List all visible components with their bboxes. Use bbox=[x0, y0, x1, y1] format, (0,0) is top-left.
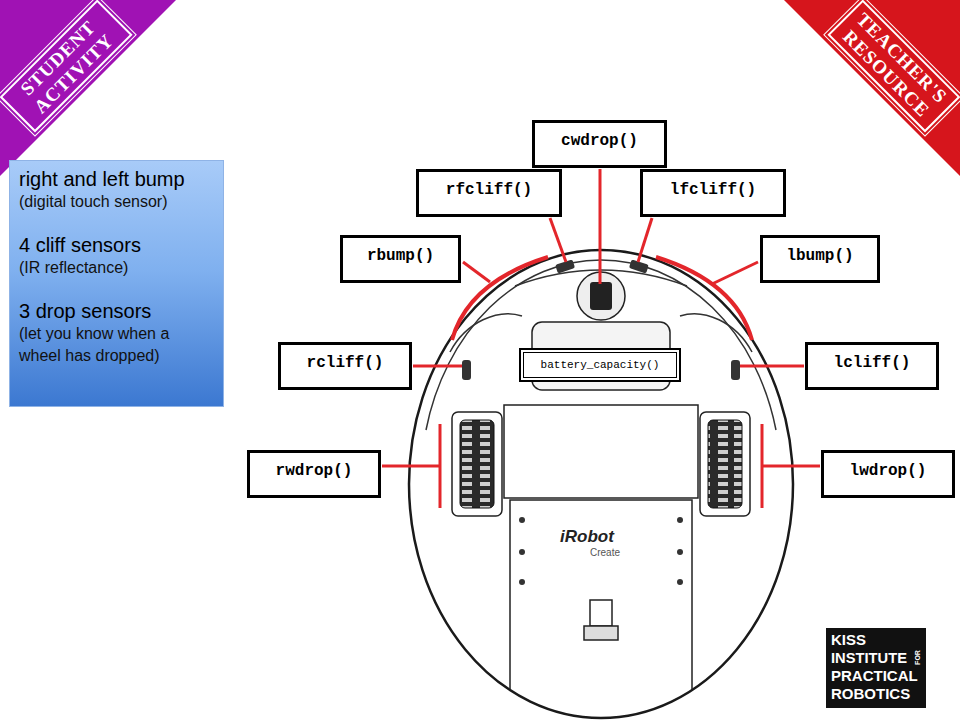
mount-hole bbox=[677, 579, 683, 585]
function-box: cwdrop() bbox=[532, 120, 667, 168]
leader-line bbox=[463, 262, 490, 282]
function-box: lfcliff() bbox=[640, 169, 786, 217]
function-name: rcliff() bbox=[293, 353, 397, 373]
wheel bbox=[460, 420, 494, 508]
info-panel: right and left bump(digital touch sensor… bbox=[9, 160, 224, 407]
logo-text: PRACTICAL bbox=[831, 667, 918, 685]
logo-block: KISSINSTITUTE FOR PRACTICALROBOTICS bbox=[826, 628, 926, 708]
function-name: rfcliff() bbox=[431, 180, 547, 200]
brand-label: iRobot bbox=[560, 527, 614, 547]
logo-text: FOR bbox=[914, 650, 921, 665]
leader-line bbox=[413, 365, 462, 368]
banner-fill bbox=[0, 0, 176, 176]
side-detail bbox=[680, 314, 752, 352]
sensor-note: (digital touch sensor) bbox=[19, 191, 214, 213]
leader-line bbox=[550, 218, 566, 262]
function-box: rwdrop() bbox=[247, 450, 381, 498]
sensor-heading: 3 drop sensors bbox=[19, 299, 214, 323]
wheel bbox=[708, 420, 742, 508]
banner-fill bbox=[784, 0, 960, 176]
drop-bracket bbox=[761, 424, 764, 508]
sensor-note: (let you know when a wheel has dropped) bbox=[19, 323, 214, 367]
mount-hole bbox=[519, 579, 525, 585]
leader-line bbox=[740, 365, 804, 368]
function-box: rfcliff() bbox=[416, 169, 562, 217]
connector bbox=[584, 626, 618, 640]
cargo-bay-upper bbox=[504, 405, 698, 498]
function-box: rbump() bbox=[340, 235, 461, 283]
logo-text: INSTITUTE bbox=[831, 649, 907, 667]
corner-banner: TEACHER'S RESOURCE bbox=[784, 0, 960, 176]
robot-body bbox=[409, 250, 793, 718]
connector bbox=[590, 600, 612, 626]
leader-line bbox=[638, 218, 652, 262]
mount-hole bbox=[519, 549, 525, 555]
mount-hole bbox=[519, 517, 525, 523]
sensor-heading: 4 cliff sensors bbox=[19, 233, 214, 257]
leader-line bbox=[712, 262, 758, 284]
function-name: lfcliff() bbox=[655, 180, 771, 200]
wheel-well bbox=[452, 412, 502, 516]
leader-line bbox=[382, 465, 440, 468]
function-name: rwdrop() bbox=[262, 461, 366, 481]
logo-text: KISS bbox=[831, 631, 866, 649]
function-name: rbump() bbox=[355, 246, 446, 266]
function-box: lbump() bbox=[760, 235, 880, 283]
cliff-sensor bbox=[462, 360, 471, 380]
function-name: cwdrop() bbox=[547, 131, 652, 151]
mount-hole bbox=[677, 549, 683, 555]
function-box: rcliff() bbox=[278, 342, 412, 390]
leader-line bbox=[762, 465, 820, 468]
corner-banner: STUDENT ACTIVITY bbox=[0, 0, 176, 176]
leader-line bbox=[599, 169, 602, 284]
function-name: battery_capacity() bbox=[541, 359, 660, 371]
bump-bracket bbox=[656, 257, 752, 340]
logo-text: ROBOTICS bbox=[831, 685, 910, 703]
mount-hole bbox=[677, 517, 683, 523]
caster-wheel bbox=[590, 282, 612, 310]
function-box: lwdrop() bbox=[821, 450, 955, 498]
function-name: lcliff() bbox=[820, 353, 924, 373]
wheel-well bbox=[700, 412, 750, 516]
sensor-heading: right and left bump bbox=[19, 167, 214, 191]
leader-lines bbox=[382, 169, 820, 508]
function-name: lbump() bbox=[775, 246, 865, 266]
function-box: lcliff() bbox=[805, 342, 939, 390]
cliff-sensor bbox=[731, 360, 740, 380]
bump-bracket bbox=[452, 257, 548, 340]
function-name: lwdrop() bbox=[836, 461, 940, 481]
cargo-bay-lower bbox=[510, 500, 692, 720]
model-label: Create bbox=[590, 547, 620, 558]
drop-bracket bbox=[439, 424, 442, 508]
cargo-bay bbox=[504, 405, 698, 720]
function-box: battery_capacity() bbox=[519, 348, 681, 382]
sensor-note: (IR reflectance) bbox=[19, 257, 214, 279]
